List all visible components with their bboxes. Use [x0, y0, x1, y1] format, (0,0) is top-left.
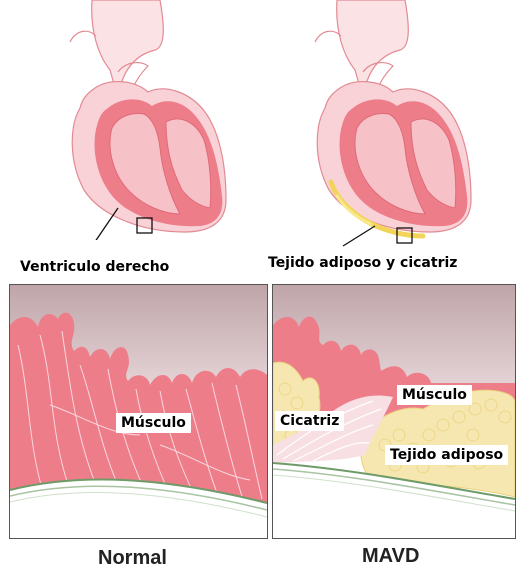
- caption-mavd: MAVD: [362, 545, 419, 568]
- label-right-ventricle: Ventriculo derecho: [20, 259, 169, 275]
- normal-heart-illustration: [40, 0, 240, 240]
- normal-tissue-panel: Músculo: [9, 284, 268, 539]
- label-muscle-normal: Músculo: [116, 413, 191, 433]
- label-muscle-mavd: Músculo: [397, 385, 472, 405]
- mavd-heart-illustration: [285, 0, 485, 250]
- leader-line-fat-scar: [343, 226, 375, 246]
- label-fat: Tejido adiposo: [385, 445, 508, 465]
- label-scar: Cicatriz: [275, 411, 344, 431]
- mavd-tissue-panel: Músculo Cicatriz Tejido adiposo: [272, 284, 516, 539]
- label-fat-scar: Tejido adiposo y cicatriz: [268, 255, 457, 271]
- caption-normal: Normal: [98, 547, 167, 570]
